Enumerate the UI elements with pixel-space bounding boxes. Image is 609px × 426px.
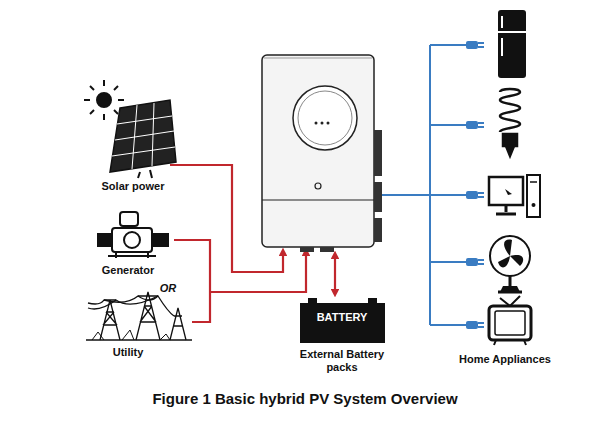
battery-box: BATTERY <box>300 303 385 343</box>
light-bulb-symbol <box>500 89 520 156</box>
battery-text: BATTERY <box>317 311 368 323</box>
utility-pylons <box>86 292 192 340</box>
group-label: Home Appliances <box>459 353 551 366</box>
plug-symbols <box>466 41 484 329</box>
solar-panel <box>110 100 176 178</box>
battery-caption: External Battery packs <box>300 348 385 373</box>
source-label: Utility <box>113 346 144 359</box>
computer-symbol <box>489 175 540 217</box>
fan-symbol <box>490 236 530 292</box>
television-symbol <box>489 296 531 345</box>
battery-pack: BATTERY External Battery packs <box>300 303 385 373</box>
figure-caption: Figure 1 Basic hybrid PV System Overview <box>152 390 457 407</box>
output-wires <box>380 45 468 325</box>
hybrid-inverter <box>262 55 382 252</box>
alternative-label: OR <box>160 282 177 295</box>
refrigerator-symbol <box>498 10 526 78</box>
sun-symbol <box>84 80 124 120</box>
generator-symbol <box>98 212 168 258</box>
source-label: Generator <box>102 264 155 277</box>
source-label: Solar power <box>102 180 165 193</box>
